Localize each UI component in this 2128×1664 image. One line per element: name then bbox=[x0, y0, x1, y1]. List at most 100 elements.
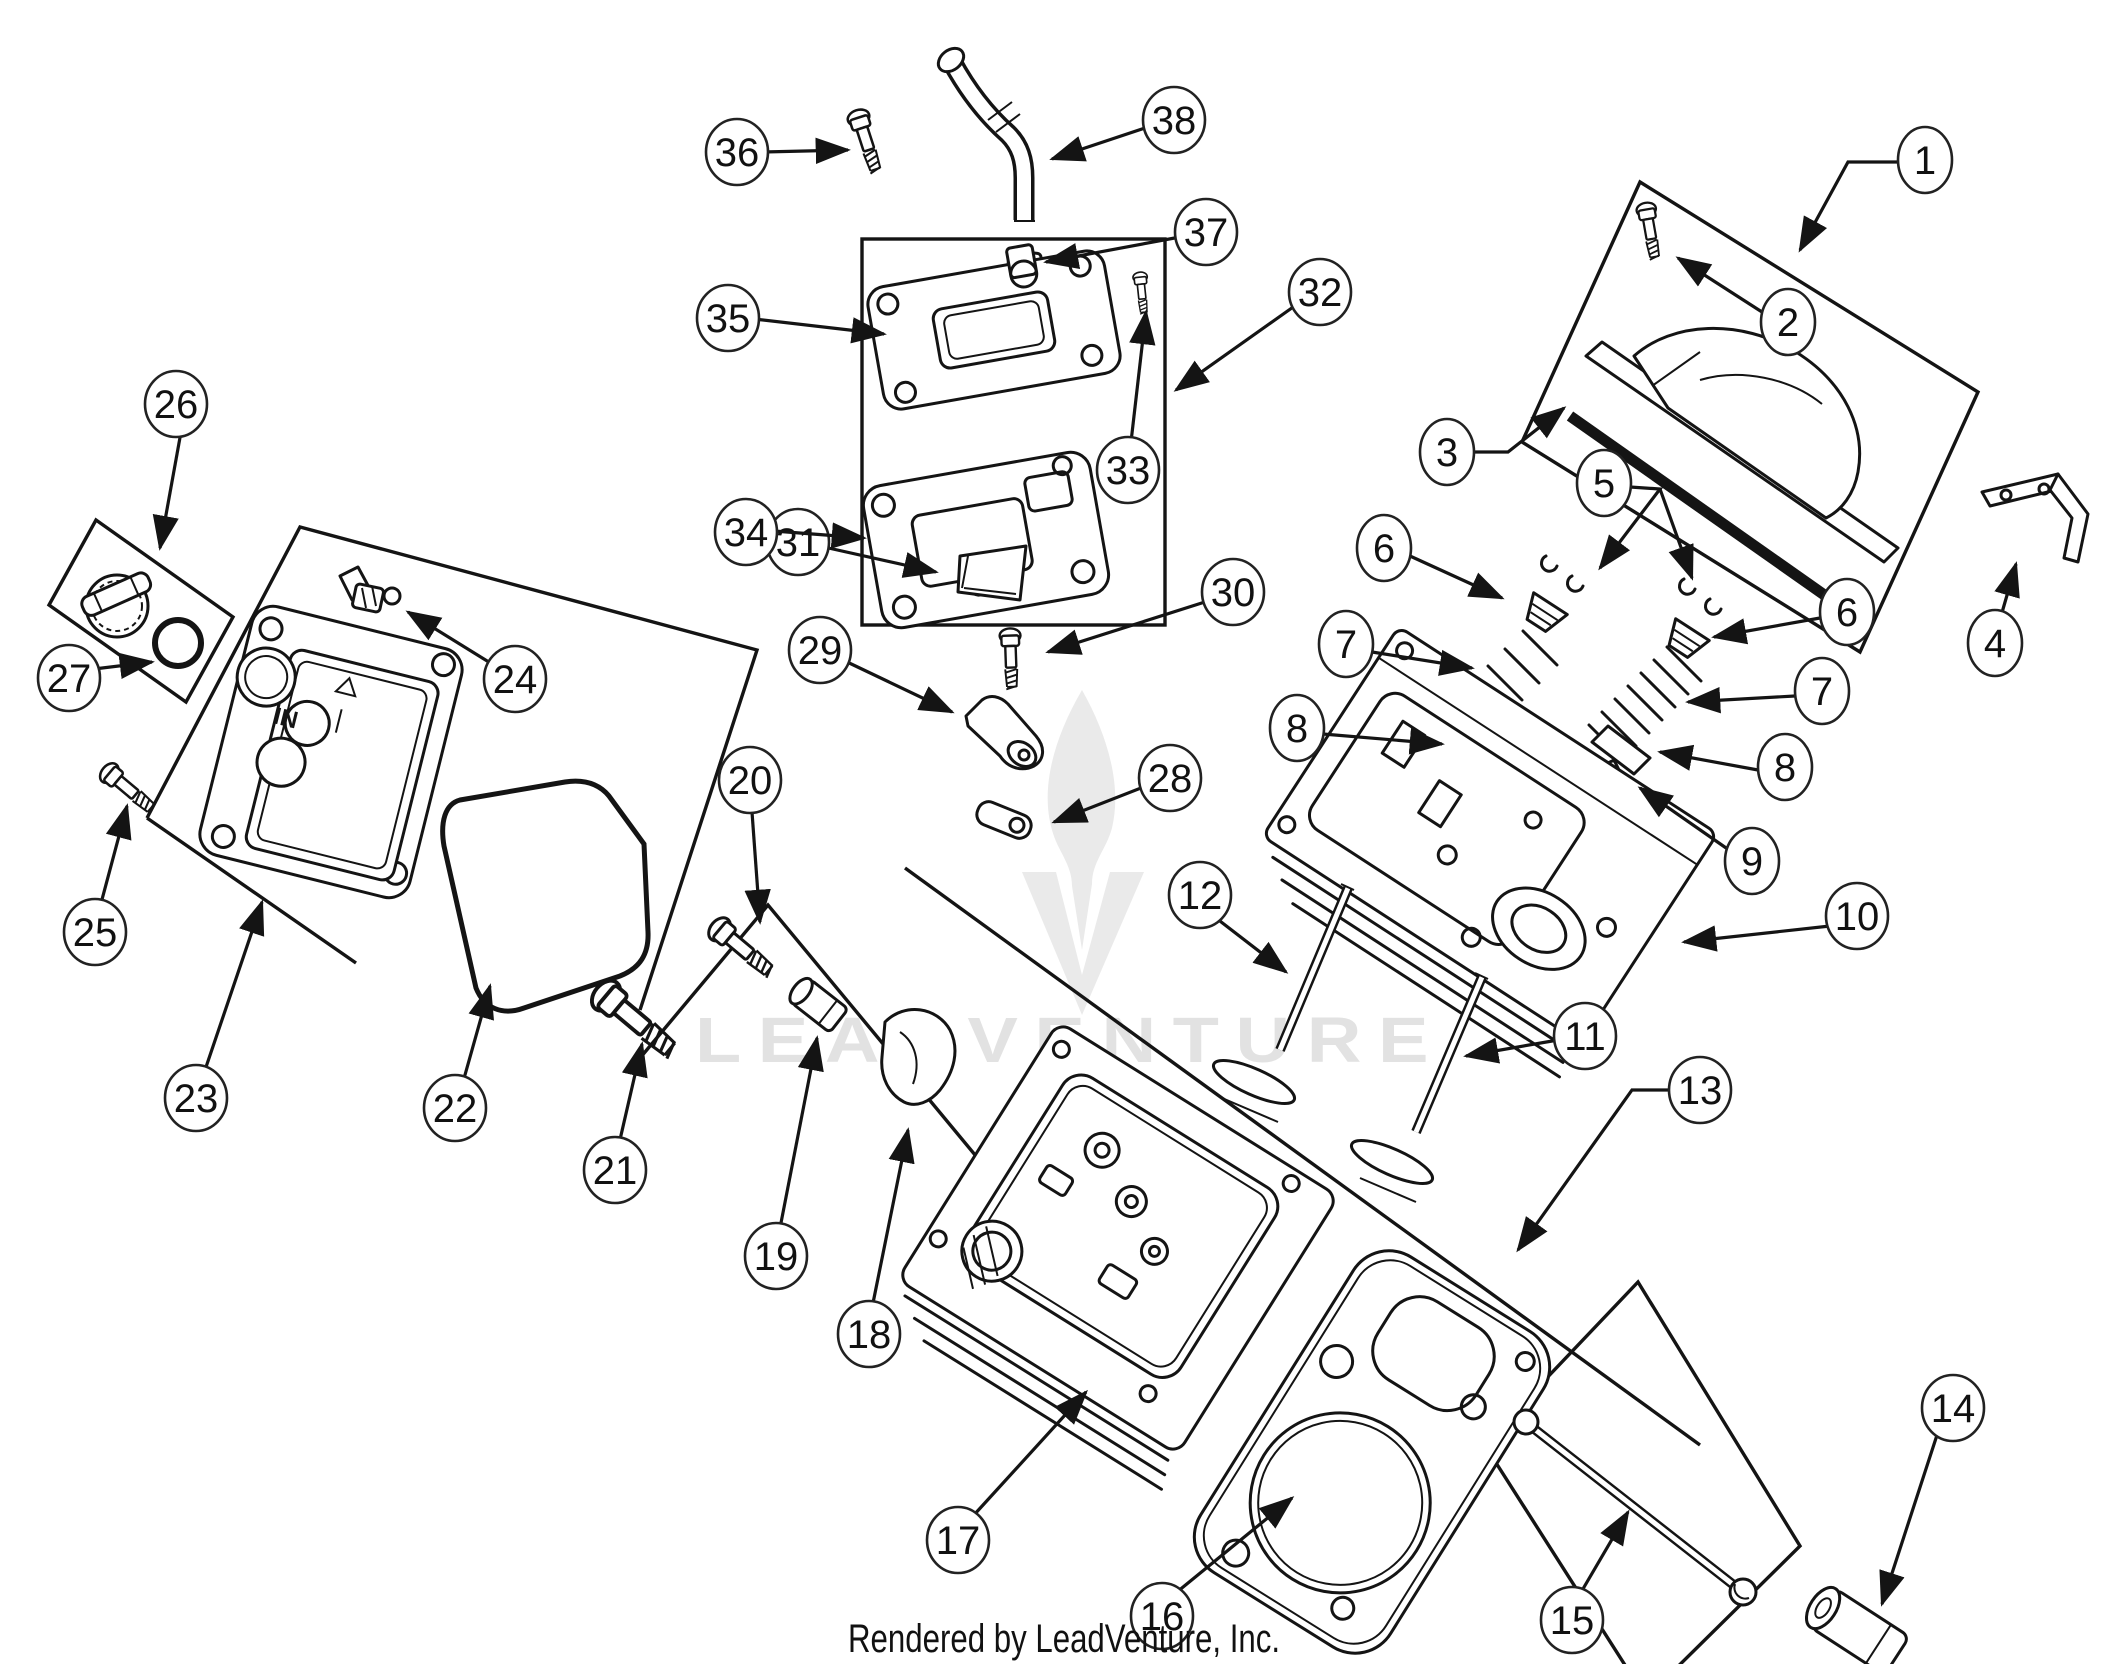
callout-5-bubble[interactable] bbox=[1575, 448, 1633, 518]
callout-28[interactable]: 28 bbox=[1051, 743, 1203, 824]
callout-6-bubble[interactable] bbox=[1355, 513, 1413, 583]
callout-3-bubble[interactable] bbox=[1418, 417, 1476, 487]
callout-36[interactable]: 36 bbox=[704, 117, 851, 187]
callout-6-number: 6 bbox=[1836, 591, 1858, 635]
callout-30[interactable]: 30 bbox=[1045, 557, 1266, 655]
callout-34[interactable]: 34 bbox=[713, 497, 867, 567]
callout-6-right[interactable]: 6 bbox=[1711, 577, 1876, 647]
bolt-20 bbox=[702, 912, 781, 984]
callout-10-bubble[interactable] bbox=[1824, 881, 1890, 951]
callout-6-left[interactable]: 6 bbox=[1355, 513, 1505, 600]
oil-fill-cap-26 bbox=[80, 571, 153, 639]
callout-18-bubble[interactable] bbox=[836, 1299, 902, 1369]
callout-4-bubble[interactable] bbox=[1966, 608, 2024, 678]
callout-7-bubble[interactable] bbox=[1317, 609, 1375, 679]
callout-12-bubble[interactable] bbox=[1167, 860, 1233, 930]
callout-26[interactable]: 26 bbox=[143, 369, 209, 551]
callout-38-bubble[interactable] bbox=[1141, 85, 1207, 155]
valve-cover-gasket-22 bbox=[440, 778, 651, 1014]
callout-25[interactable]: 25 bbox=[62, 803, 132, 967]
callout-19[interactable]: 19 bbox=[743, 1035, 824, 1291]
callout-6-bubble[interactable] bbox=[1818, 577, 1876, 647]
callout-36-bubble[interactable] bbox=[704, 117, 770, 187]
callout-11[interactable]: 11 bbox=[1463, 1001, 1618, 1071]
callout-29-bubble[interactable] bbox=[787, 615, 853, 685]
bolt-21 bbox=[584, 973, 686, 1067]
callout-7-left[interactable]: 7 bbox=[1317, 609, 1475, 679]
callout-20[interactable]: 20 bbox=[717, 745, 783, 925]
callout-11-bubble[interactable] bbox=[1552, 1001, 1618, 1071]
callout-1-bubble[interactable] bbox=[1896, 125, 1954, 195]
callout-24[interactable]: 24 bbox=[405, 610, 548, 714]
callout-16-bubble[interactable] bbox=[1129, 1581, 1195, 1651]
callout-3[interactable]: 3 bbox=[1418, 406, 1567, 487]
heat-shield-18 bbox=[880, 1008, 957, 1106]
callout-7-leader bbox=[1685, 687, 1796, 714]
callout-7-number: 7 bbox=[1811, 670, 1833, 714]
callout-38-number: 38 bbox=[1152, 99, 1197, 143]
callout-2-bubble[interactable] bbox=[1759, 287, 1817, 357]
callout-5-number: 5 bbox=[1593, 462, 1615, 506]
callout-20-bubble[interactable] bbox=[717, 745, 783, 815]
callout-37-bubble[interactable] bbox=[1173, 197, 1239, 267]
callout-2[interactable]: 2 bbox=[1675, 256, 1817, 357]
callout-35[interactable]: 35 bbox=[695, 283, 887, 353]
callout-8-bubble[interactable] bbox=[1756, 732, 1814, 802]
callout-13-bubble[interactable] bbox=[1667, 1055, 1733, 1125]
callout-9-bubble[interactable] bbox=[1723, 826, 1781, 896]
callout-8-bubble[interactable] bbox=[1268, 693, 1326, 763]
callout-8-right[interactable]: 8 bbox=[1657, 732, 1814, 802]
callout-25-bubble[interactable] bbox=[62, 897, 128, 967]
callout-14[interactable]: 14 bbox=[1879, 1373, 1986, 1607]
callout-14-bubble[interactable] bbox=[1920, 1373, 1986, 1443]
callout-30-leader bbox=[1045, 599, 1209, 655]
callout-29[interactable]: 29 bbox=[787, 615, 955, 714]
callout-1[interactable]: 1 bbox=[1798, 125, 1954, 253]
callout-33-bubble[interactable] bbox=[1095, 435, 1161, 505]
rocker-arm-29 bbox=[964, 695, 1044, 771]
callout-5[interactable]: 5 bbox=[1575, 448, 1694, 581]
callout-30-bubble[interactable] bbox=[1200, 557, 1266, 627]
callout-17[interactable]: 17 bbox=[925, 1389, 1088, 1575]
callout-33[interactable]: 33 bbox=[1095, 309, 1161, 505]
callout-4[interactable]: 4 bbox=[1966, 561, 2024, 678]
callout-23-bubble[interactable] bbox=[163, 1063, 229, 1133]
callout-16-number: 16 bbox=[1140, 1595, 1185, 1639]
callout-18-leader bbox=[870, 1127, 915, 1309]
callout-17-bubble[interactable] bbox=[925, 1505, 991, 1575]
callout-15-bubble[interactable] bbox=[1539, 1585, 1605, 1655]
callout-18[interactable]: 18 bbox=[836, 1127, 915, 1369]
callout-22-bubble[interactable] bbox=[422, 1073, 488, 1143]
callout-13[interactable]: 13 bbox=[1516, 1055, 1733, 1253]
callout-21[interactable]: 21 bbox=[582, 1041, 648, 1205]
breather-fitting-24 bbox=[338, 565, 402, 614]
callout-4-number: 4 bbox=[1984, 622, 2006, 666]
callout-37[interactable]: 37 bbox=[1043, 197, 1239, 270]
spring-retainer-6-right bbox=[1667, 617, 1711, 659]
callout-27[interactable]: 27 bbox=[36, 643, 155, 713]
callout-26-bubble[interactable] bbox=[143, 369, 209, 439]
callout-8-left[interactable]: 8 bbox=[1268, 693, 1445, 763]
baffle-wedge-31 bbox=[956, 544, 1028, 602]
callout-32[interactable]: 32 bbox=[1173, 257, 1353, 392]
callout-12[interactable]: 12 bbox=[1167, 860, 1289, 974]
callout-19-bubble[interactable] bbox=[743, 1221, 809, 1291]
callout-34-bubble[interactable] bbox=[713, 497, 779, 567]
callout-22[interactable]: 22 bbox=[422, 983, 494, 1143]
callout-35-bubble[interactable] bbox=[695, 283, 761, 353]
callout-7-bubble[interactable] bbox=[1793, 656, 1851, 726]
callout-9[interactable]: 9 bbox=[1637, 786, 1781, 896]
callout-38[interactable]: 38 bbox=[1049, 85, 1207, 162]
callout-27-bubble[interactable] bbox=[36, 643, 102, 713]
callout-21-bubble[interactable] bbox=[582, 1135, 648, 1205]
callout-16[interactable]: 16 bbox=[1129, 1496, 1295, 1651]
callout-10[interactable]: 10 bbox=[1681, 881, 1890, 952]
callout-7-right[interactable]: 7 bbox=[1685, 656, 1851, 726]
callout-28-bubble[interactable] bbox=[1137, 743, 1203, 813]
callout-32-bubble[interactable] bbox=[1287, 257, 1353, 327]
callout-8-leader bbox=[1657, 744, 1759, 772]
callout-15[interactable]: 15 bbox=[1539, 1509, 1630, 1655]
callout-24-bubble[interactable] bbox=[482, 644, 548, 714]
callout-23[interactable]: 23 bbox=[163, 899, 265, 1133]
callout-8-leader bbox=[1322, 728, 1445, 755]
